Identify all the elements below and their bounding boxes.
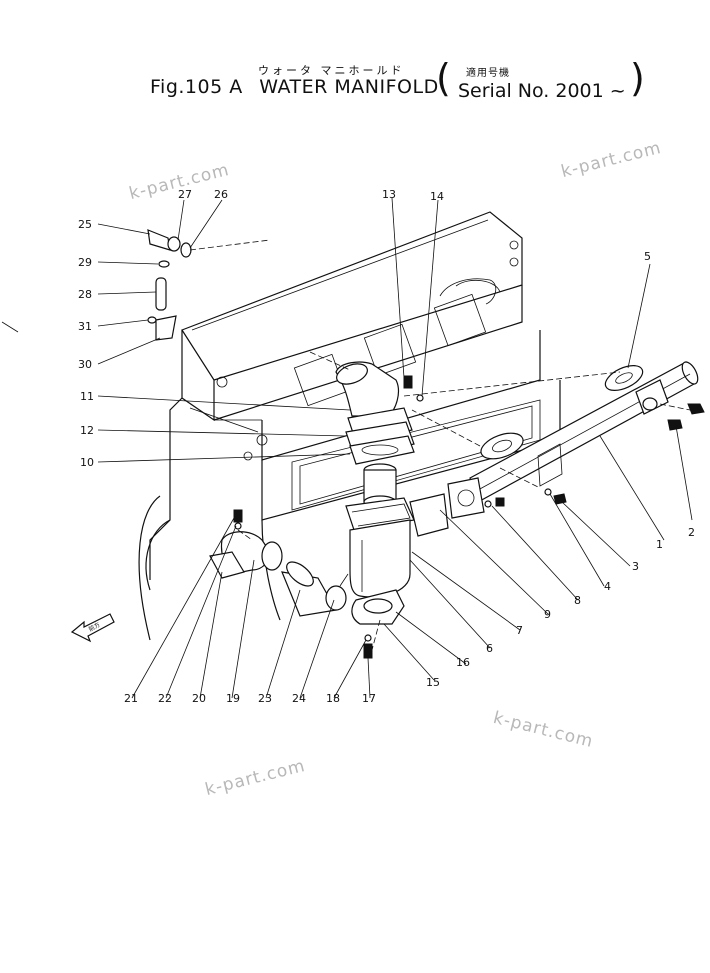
callout-13: 13 — [382, 188, 396, 201]
callout-25: 25 — [78, 218, 92, 231]
callout-22: 22 — [158, 692, 172, 705]
callout-19: 19 — [226, 692, 240, 705]
callout-24: 24 — [292, 692, 306, 705]
callout-4: 4 — [604, 580, 611, 593]
front-direction-arrow — [70, 613, 115, 643]
figure-number: Fig.105 A — [150, 76, 243, 98]
callout-11: 11 — [80, 390, 94, 403]
callout-29: 29 — [78, 256, 92, 269]
callout-20: 20 — [192, 692, 206, 705]
thermostat-housing — [335, 361, 415, 625]
callout-5: 5 — [644, 250, 651, 263]
part-callouts: 1 2 3 4 5 6 7 8 9 10 11 12 13 14 15 16 1… — [78, 188, 695, 705]
callout-6: 6 — [486, 642, 493, 655]
callout-26: 26 — [214, 188, 228, 201]
callout-10: 10 — [80, 456, 94, 469]
callout-2: 2 — [688, 526, 695, 539]
callout-7: 7 — [516, 624, 523, 637]
callout-15: 15 — [426, 676, 440, 689]
serial-paren-open: ( — [436, 56, 451, 100]
figure-name: WATER MANIFOLD — [259, 76, 439, 98]
hose-connectors — [209, 531, 349, 617]
callout-17: 17 — [362, 692, 376, 705]
callout-30: 30 — [78, 358, 92, 371]
serial-range: Serial No. 2001 ~ — [458, 80, 626, 102]
callout-8: 8 — [574, 594, 581, 607]
assembly-lines — [237, 351, 691, 651]
callout-1: 1 — [656, 538, 663, 551]
water-manifold-pipe — [469, 361, 699, 503]
serial-paren-close: ) — [630, 56, 645, 100]
scan-mark — [1, 321, 19, 333]
fasteners — [233, 365, 705, 659]
callout-28: 28 — [78, 288, 92, 301]
callout-23: 23 — [258, 692, 272, 705]
title-katakana: ウォータ マニホールド — [258, 64, 405, 77]
callout-21: 21 — [124, 692, 138, 705]
callout-18: 18 — [326, 692, 340, 705]
callout-16: 16 — [456, 656, 470, 669]
leader-lines — [97, 197, 693, 699]
callout-12: 12 — [80, 424, 94, 437]
diagram-header: ウォータ マニホールド 適用号機 Fig.105 A WATER MANIFOL… — [0, 0, 710, 120]
callout-9: 9 — [544, 608, 551, 621]
callout-27: 27 — [178, 188, 192, 201]
drain-fittings — [147, 229, 271, 341]
serial-katakana: 適用号機 — [466, 68, 510, 79]
callout-14: 14 — [430, 190, 444, 203]
callout-31: 31 — [78, 320, 92, 333]
callout-3: 3 — [632, 560, 639, 573]
figure-title: Fig.105 A WATER MANIFOLD — [150, 76, 449, 98]
